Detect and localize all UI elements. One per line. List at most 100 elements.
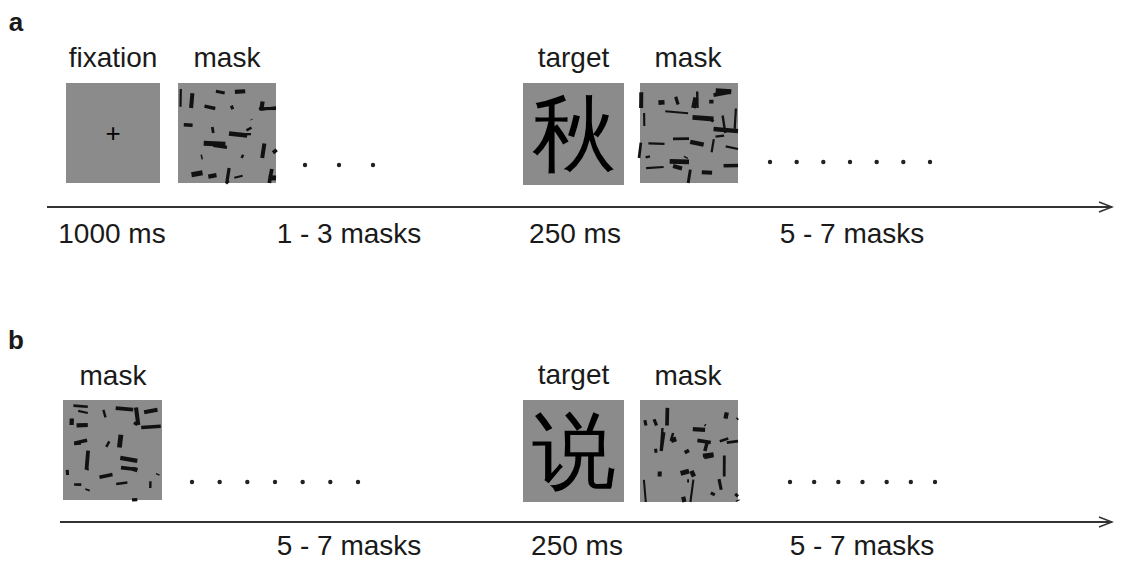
stimulus-glyph: + (105, 120, 120, 146)
time-axis (60, 521, 1112, 523)
mask-fragment (259, 107, 276, 110)
mask-fragment (69, 419, 74, 426)
mask-fragment (673, 137, 689, 140)
mask-fragment (213, 145, 227, 147)
ellipsis-dot (901, 160, 905, 164)
mask-fragment (184, 123, 193, 127)
mask-fragment (227, 168, 229, 183)
mask-fragment (262, 102, 263, 109)
mask-fragment (723, 456, 726, 477)
mask-fragment (690, 480, 693, 502)
ellipsis-dot (190, 480, 194, 484)
stage-heading: target (538, 360, 610, 391)
ellipsis-dot (909, 480, 913, 484)
stage-heading: mask (655, 43, 722, 74)
stage-heading: mask (194, 43, 261, 74)
mask-fragment (696, 91, 699, 108)
mask-fragment (74, 440, 87, 443)
ellipsis-dot (836, 480, 840, 484)
mask-fragment (643, 113, 645, 126)
ellipsis-dot (848, 160, 852, 164)
mask-fragment (658, 472, 662, 477)
ellipsis-dot (812, 480, 816, 484)
mask-fragment (736, 500, 741, 501)
mask-fragment (709, 100, 713, 104)
mask-fragment (77, 423, 88, 427)
mask-fragment (250, 118, 254, 122)
mask-fragment (673, 166, 682, 169)
ellipsis-dot (821, 160, 825, 164)
mask-fragment (693, 427, 705, 432)
mask-fragment (724, 164, 738, 168)
mask-fragment (208, 175, 216, 176)
duration-label: 5 - 7 masks (780, 219, 925, 250)
mask-fragment (697, 440, 710, 442)
target-stimulus: target秋 (523, 83, 624, 185)
mask-fragment (212, 127, 213, 133)
ellipsis-dot (328, 480, 332, 484)
mask-fragment (646, 167, 664, 168)
mask-fragment (78, 411, 88, 413)
mask-fragment (132, 498, 137, 501)
stage-heading: mask (655, 361, 722, 392)
mask-square (640, 83, 738, 183)
mask-fragment (149, 481, 151, 488)
stage-heading: target (538, 43, 610, 74)
mask-fragment (639, 143, 641, 158)
stage-heading: fixation (69, 43, 158, 74)
mask-fragment (242, 155, 244, 158)
duration-label: 250 ms (529, 219, 621, 250)
mask-fragment (737, 418, 738, 419)
ellipsis-dot (371, 163, 375, 167)
mask-fragment (670, 159, 689, 164)
duration-label: 5 - 7 masks (790, 531, 935, 562)
mask-fragment (645, 156, 650, 158)
ellipsis-dot (768, 160, 772, 164)
mask-fragment (179, 89, 182, 107)
mask-fragment (681, 471, 689, 473)
mask-square (63, 400, 162, 500)
ellipsis-dot (928, 160, 932, 164)
mask-fragment (246, 128, 251, 131)
mask-fragment (690, 142, 704, 145)
mask-fragment (712, 492, 713, 495)
mask-fragment (192, 173, 203, 175)
mask-fragment (120, 458, 137, 461)
mask-fragment (727, 441, 738, 443)
mask-fragment (239, 133, 251, 135)
mask-fragment (201, 154, 203, 159)
mask-fragment (720, 439, 729, 442)
mask-fragment (705, 443, 707, 451)
mask-fragment (144, 410, 157, 412)
ellipsis-dot (300, 480, 304, 484)
mask-fragment (735, 494, 738, 497)
mask-fragment (654, 449, 657, 453)
mask-fragment (654, 419, 656, 425)
mask-fragment (710, 119, 713, 121)
mask-fragment (135, 422, 137, 425)
mask-fragment (103, 410, 105, 417)
mask-fragment (66, 470, 69, 475)
mask-fragment (712, 139, 714, 152)
mask-fragment (262, 144, 264, 159)
mask-fragment (693, 117, 714, 119)
mask-fragment (269, 169, 272, 183)
mask-fragment (87, 451, 89, 470)
ellipsis-dot (874, 160, 878, 164)
mask-fragment (119, 435, 121, 448)
mask-fragment (691, 471, 694, 477)
mask-fragment (644, 480, 646, 502)
mask-fragment (205, 106, 216, 108)
ellipsis-dot (788, 480, 792, 484)
duration-label: 5 - 7 masks (277, 531, 422, 562)
mask-fragment (648, 142, 664, 145)
mask-fragment (716, 91, 732, 92)
mask-fragment (73, 406, 87, 407)
stimulus-glyph: 说 (532, 409, 616, 493)
mask-fragment (658, 100, 664, 105)
mask-fragment (665, 111, 688, 113)
mask-fragment (100, 475, 113, 478)
panel-letter: a (9, 8, 23, 37)
mask-fragment (661, 428, 663, 451)
ellipsis-dot (933, 480, 937, 484)
